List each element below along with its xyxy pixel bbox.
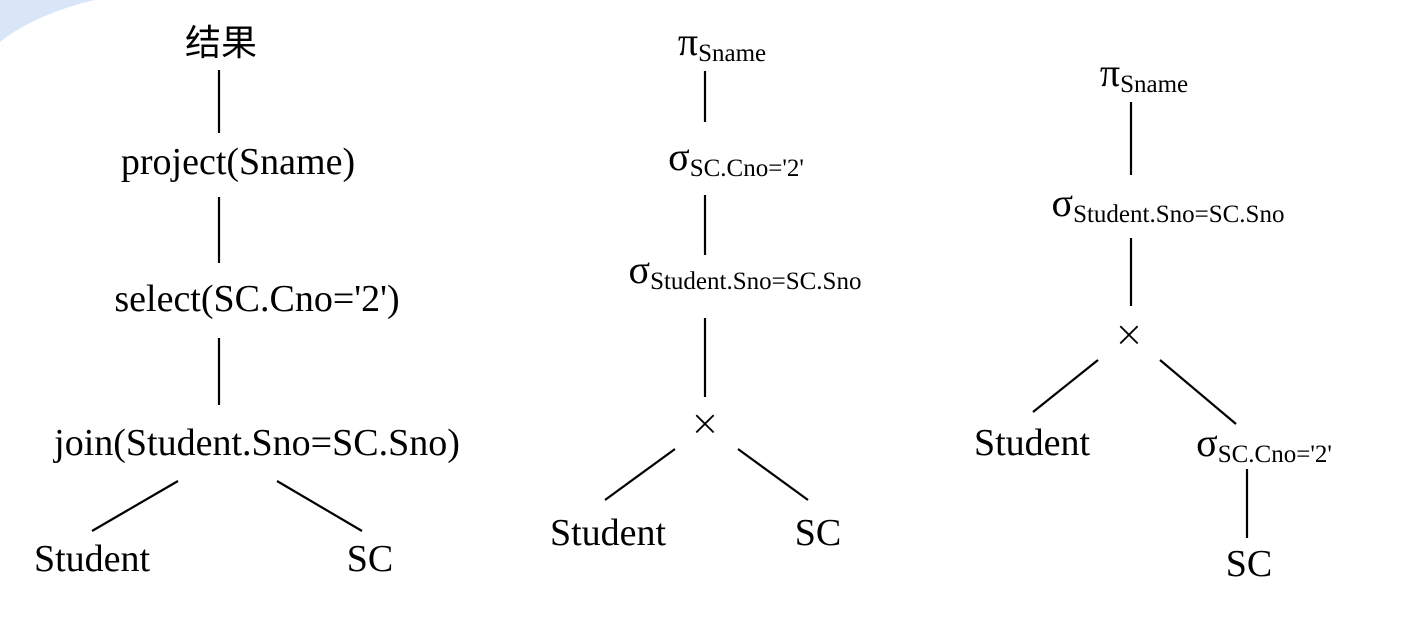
tree2-sc-leaf: SC: [794, 512, 842, 554]
sigma-subscript: Student.Sno=SC.Sno: [1073, 200, 1285, 228]
tree3-sigma-select-node: σSC.Cno='2': [1196, 420, 1332, 467]
tree2-edge-cross-sc: [737, 448, 809, 501]
tree2-student-leaf: Student: [549, 512, 667, 554]
tree3-cross-product-node: ×: [1113, 314, 1145, 355]
tree1-edge-join-student: [91, 480, 179, 532]
tree2-sigma-select-node: σSC.Cno='2': [668, 134, 804, 181]
pi-symbol: π: [1099, 50, 1121, 95]
pi-subscript: Sname: [698, 39, 767, 67]
sigma-subscript: Student.Sno=SC.Sno: [650, 267, 862, 295]
corner-decoration: [0, 0, 95, 42]
tree2-cross-product-node: ×: [689, 403, 721, 444]
tree1-student-leaf: Student: [33, 538, 151, 580]
tree3-sigma-join-node: σStudent.Sno=SC.Sno: [1051, 180, 1285, 227]
sigma-symbol: σ: [628, 247, 651, 292]
tree1-sc-leaf: SC: [346, 538, 394, 580]
tree3-sc-leaf: SC: [1225, 543, 1273, 585]
tree2-edge-cross-student: [604, 448, 676, 501]
tree2-sigma-join-node: σStudent.Sno=SC.Sno: [628, 247, 862, 294]
sigma-symbol: σ: [1051, 180, 1074, 225]
sigma-subscript: SC.Cno='2': [1217, 440, 1332, 468]
tree1-join-node: join(Student.Sno=SC.Sno): [54, 422, 460, 464]
sigma-subscript: SC.Cno='2': [689, 154, 804, 182]
tree3-student-leaf: Student: [973, 422, 1091, 464]
tree1-select-node: select(SC.Cno='2'): [114, 278, 400, 320]
tree1-edge-join-sc: [276, 480, 363, 532]
tree3-edge-cross-student: [1032, 359, 1099, 413]
tree3-edge-cross-sigma: [1159, 359, 1237, 425]
tree1-root-label: 结果: [184, 23, 258, 64]
tree3-pi-node: πSname: [1099, 50, 1188, 97]
pi-symbol: π: [677, 19, 699, 64]
tree1-project-node: project(Sname): [120, 141, 356, 183]
sigma-symbol: σ: [1196, 420, 1218, 465]
pi-subscript: Sname: [1120, 70, 1189, 98]
sigma-symbol: σ: [668, 134, 690, 179]
tree2-pi-node: πSname: [677, 19, 766, 66]
